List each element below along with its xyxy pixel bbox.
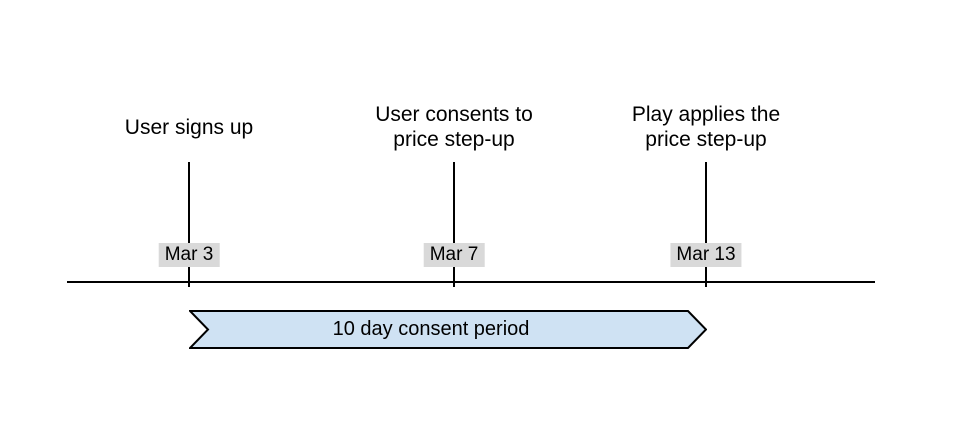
timeline-event-user-consents: User consents to price step-up Mar 7 bbox=[344, 98, 564, 287]
consent-period-label: 10 day consent period bbox=[332, 318, 530, 340]
consent-period-arrow-svg bbox=[189, 310, 707, 349]
event-label: Play applies the price step-up bbox=[631, 103, 781, 151]
event-tick-line bbox=[188, 162, 190, 287]
event-tick-line bbox=[705, 162, 707, 287]
event-tick-line bbox=[453, 162, 455, 287]
timeline-event-play-applies: Play applies the price step-up Mar 13 bbox=[596, 98, 816, 287]
event-date-badge: Mar 3 bbox=[158, 243, 220, 267]
event-date-badge: Mar 13 bbox=[670, 243, 742, 267]
timeline-event-user-signs-up: User signs up Mar 3 bbox=[79, 98, 299, 287]
event-date-badge: Mar 7 bbox=[423, 243, 485, 267]
timeline-axis bbox=[67, 281, 875, 283]
consent-period-banner: 10 day consent period bbox=[189, 310, 707, 349]
event-label: User signs up bbox=[124, 115, 254, 139]
consent-period-arrow-shape bbox=[189, 310, 707, 349]
event-label: User consents to price step-up bbox=[375, 103, 533, 151]
